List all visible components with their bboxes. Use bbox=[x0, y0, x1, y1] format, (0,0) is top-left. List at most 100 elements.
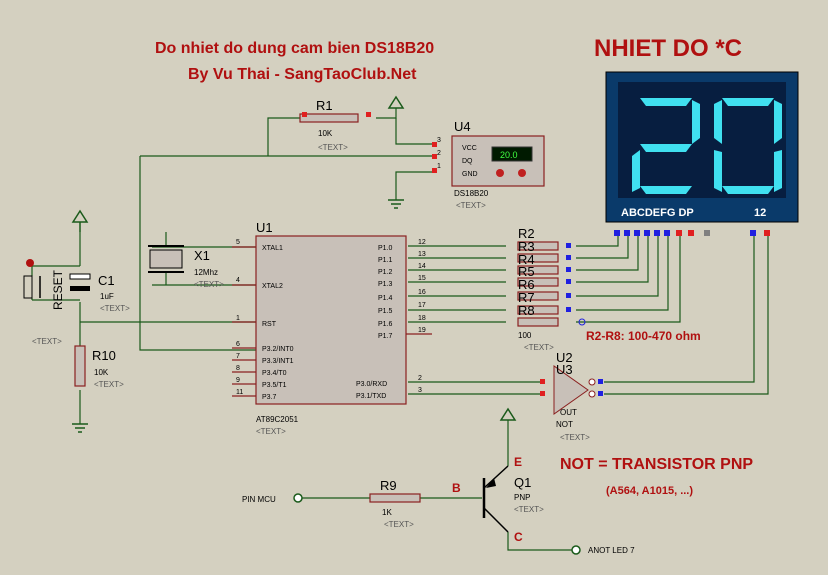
mcu-text: <TEXT> bbox=[256, 427, 286, 436]
svg-text:P1.5: P1.5 bbox=[378, 308, 393, 315]
mcu-at89c2051: U1 AT89C2051 <TEXT> XTAL1 XTAL2 RST P3.2… bbox=[232, 220, 432, 436]
mcu-pin-p33: P3.3/INT1 bbox=[262, 358, 294, 365]
segment-labels: ABCDEFG DP bbox=[621, 207, 694, 219]
sensor-text: <TEXT> bbox=[456, 201, 486, 210]
svg-text:1: 1 bbox=[236, 315, 240, 322]
svg-text:5: 5 bbox=[236, 239, 240, 246]
x1-text: <TEXT> bbox=[194, 280, 224, 289]
title-line1: Do nhiet do dung cam bien DS18B20 bbox=[155, 40, 434, 57]
svg-text:19: 19 bbox=[418, 327, 426, 334]
mcu-right-pins: P1.0 P1.1 P1.2 P1.3 P1.4 P1.5 P1.6 P1.7 … bbox=[356, 239, 432, 400]
gate-text: <TEXT> bbox=[560, 433, 590, 442]
svg-text:P1.4: P1.4 bbox=[378, 295, 393, 302]
resistor-array-value: 100 bbox=[518, 331, 532, 340]
mcu-pin-p32: P3.2/INT0 bbox=[262, 346, 294, 353]
sensor-down-button[interactable] bbox=[496, 169, 504, 177]
svg-text:8: 8 bbox=[236, 365, 240, 372]
svg-text:P3.1/TXD: P3.1/TXD bbox=[356, 393, 386, 400]
r9-ref: R9 bbox=[380, 478, 397, 493]
r6-ref: R6 bbox=[518, 277, 535, 292]
svg-text:11: 11 bbox=[236, 389, 243, 396]
mcu-part: AT89C2051 bbox=[256, 415, 299, 424]
wires bbox=[31, 108, 769, 551]
sensor-pinnum-1: 1 bbox=[437, 163, 441, 170]
not-gates: U2 U3 OUT NOT <TEXT> bbox=[540, 350, 603, 442]
crystal-x1: X1 12Mhz <TEXT> bbox=[148, 245, 224, 289]
digit-two bbox=[632, 98, 700, 194]
vcc-symbols bbox=[71, 95, 517, 421]
sensor-ref: U4 bbox=[454, 119, 471, 134]
r5-ref: R5 bbox=[518, 264, 535, 279]
anot-label: ANOT LED 7 bbox=[588, 546, 635, 555]
svg-text:P3.0/RXD: P3.0/RXD bbox=[356, 381, 387, 388]
reset-label: RESET bbox=[51, 269, 65, 310]
label-c: C bbox=[514, 530, 523, 544]
r9-value: 1K bbox=[382, 508, 392, 517]
r1-value: 10K bbox=[318, 129, 333, 138]
note-resistors: R2-R8: 100-470 ohm bbox=[586, 329, 701, 343]
mcu-pin-p35: P3.5/T1 bbox=[262, 382, 287, 389]
c1-ref: C1 bbox=[98, 273, 115, 288]
svg-text:P1.7: P1.7 bbox=[378, 333, 393, 340]
sensor-up-button[interactable] bbox=[518, 169, 526, 177]
r8-ref: R8 bbox=[518, 303, 535, 318]
resistor-array: R2 R3 R4 R5 R6 R7 R8 100 <TEXT> bbox=[517, 226, 586, 352]
u3-ref: U3 bbox=[556, 362, 573, 377]
r10-value: 10K bbox=[94, 368, 109, 377]
mcu-pin-xtal2: XTAL2 bbox=[262, 283, 283, 290]
resistor-r10: R10 10K <TEXT> bbox=[74, 345, 124, 389]
display-heading: NHIET DO *C bbox=[594, 35, 742, 62]
label-e: E bbox=[514, 455, 522, 469]
reset-text: <TEXT> bbox=[32, 337, 62, 346]
svg-text:16: 16 bbox=[418, 289, 426, 296]
svg-text:P1.3: P1.3 bbox=[378, 281, 393, 288]
r4-ref: R4 bbox=[518, 252, 535, 267]
x1-ref: X1 bbox=[194, 248, 210, 263]
q1-text: <TEXT> bbox=[514, 505, 544, 514]
mcu-pin-rst: RST bbox=[262, 321, 277, 328]
svg-text:14: 14 bbox=[418, 263, 426, 270]
mcu-pin-xtal1: XTAL1 bbox=[262, 245, 283, 252]
gate-not-label: NOT bbox=[556, 420, 573, 429]
gate-out-label: OUT bbox=[560, 408, 577, 417]
svg-text:3: 3 bbox=[418, 387, 422, 394]
svg-text:13: 13 bbox=[418, 251, 426, 258]
resistor-r9 bbox=[369, 493, 421, 503]
svg-text:17: 17 bbox=[418, 302, 426, 309]
r7-ref: R7 bbox=[518, 290, 535, 305]
r3-ref: R3 bbox=[518, 239, 535, 254]
sensor-pin-vcc: VCC bbox=[462, 145, 477, 152]
resistor-r1: R1 10K <TEXT> bbox=[299, 98, 371, 152]
svg-text:2: 2 bbox=[418, 375, 422, 382]
digit-labels: 12 bbox=[754, 207, 766, 219]
r10-text: <TEXT> bbox=[94, 380, 124, 389]
reset-button[interactable]: RESET bbox=[23, 259, 65, 310]
svg-text:15: 15 bbox=[418, 275, 426, 282]
svg-text:P1.1: P1.1 bbox=[378, 257, 393, 264]
sensor-reading: 20.0 bbox=[500, 150, 518, 160]
svg-text:6: 6 bbox=[236, 341, 240, 348]
r2-ref: R2 bbox=[518, 226, 535, 241]
sensor-pin-dq: DQ bbox=[462, 158, 473, 165]
c1-text: <TEXT> bbox=[100, 304, 130, 313]
svg-text:P1.2: P1.2 bbox=[378, 269, 393, 276]
mcu-left-pins: XTAL1 XTAL2 RST P3.2/INT0 P3.3/INT1 P3.4… bbox=[232, 239, 294, 401]
svg-text:P1.0: P1.0 bbox=[378, 245, 393, 252]
c1-value: 1uF bbox=[100, 292, 114, 301]
r9-text: <TEXT> bbox=[384, 520, 414, 529]
sensor-ds18b20: U4 VCC DQ GND 3 2 1 20.0 DS18B20 <TEXT> bbox=[432, 119, 545, 210]
r1-ref: R1 bbox=[316, 98, 333, 113]
svg-text:9: 9 bbox=[236, 377, 240, 384]
seven-segment-display: ABCDEFG DP 12 bbox=[605, 71, 799, 223]
resistor-array-text: <TEXT> bbox=[524, 343, 554, 352]
x1-value: 12Mhz bbox=[194, 268, 218, 277]
note-not-transistor: NOT = TRANSISTOR PNP bbox=[560, 456, 753, 473]
svg-text:7: 7 bbox=[236, 353, 240, 360]
sensor-part: DS18B20 bbox=[454, 189, 489, 198]
display-pins bbox=[614, 230, 770, 236]
mcu-pin-p37: P3.7 bbox=[262, 394, 277, 401]
anot-terminal bbox=[571, 545, 581, 555]
sensor-pinnum-3: 3 bbox=[437, 137, 441, 144]
